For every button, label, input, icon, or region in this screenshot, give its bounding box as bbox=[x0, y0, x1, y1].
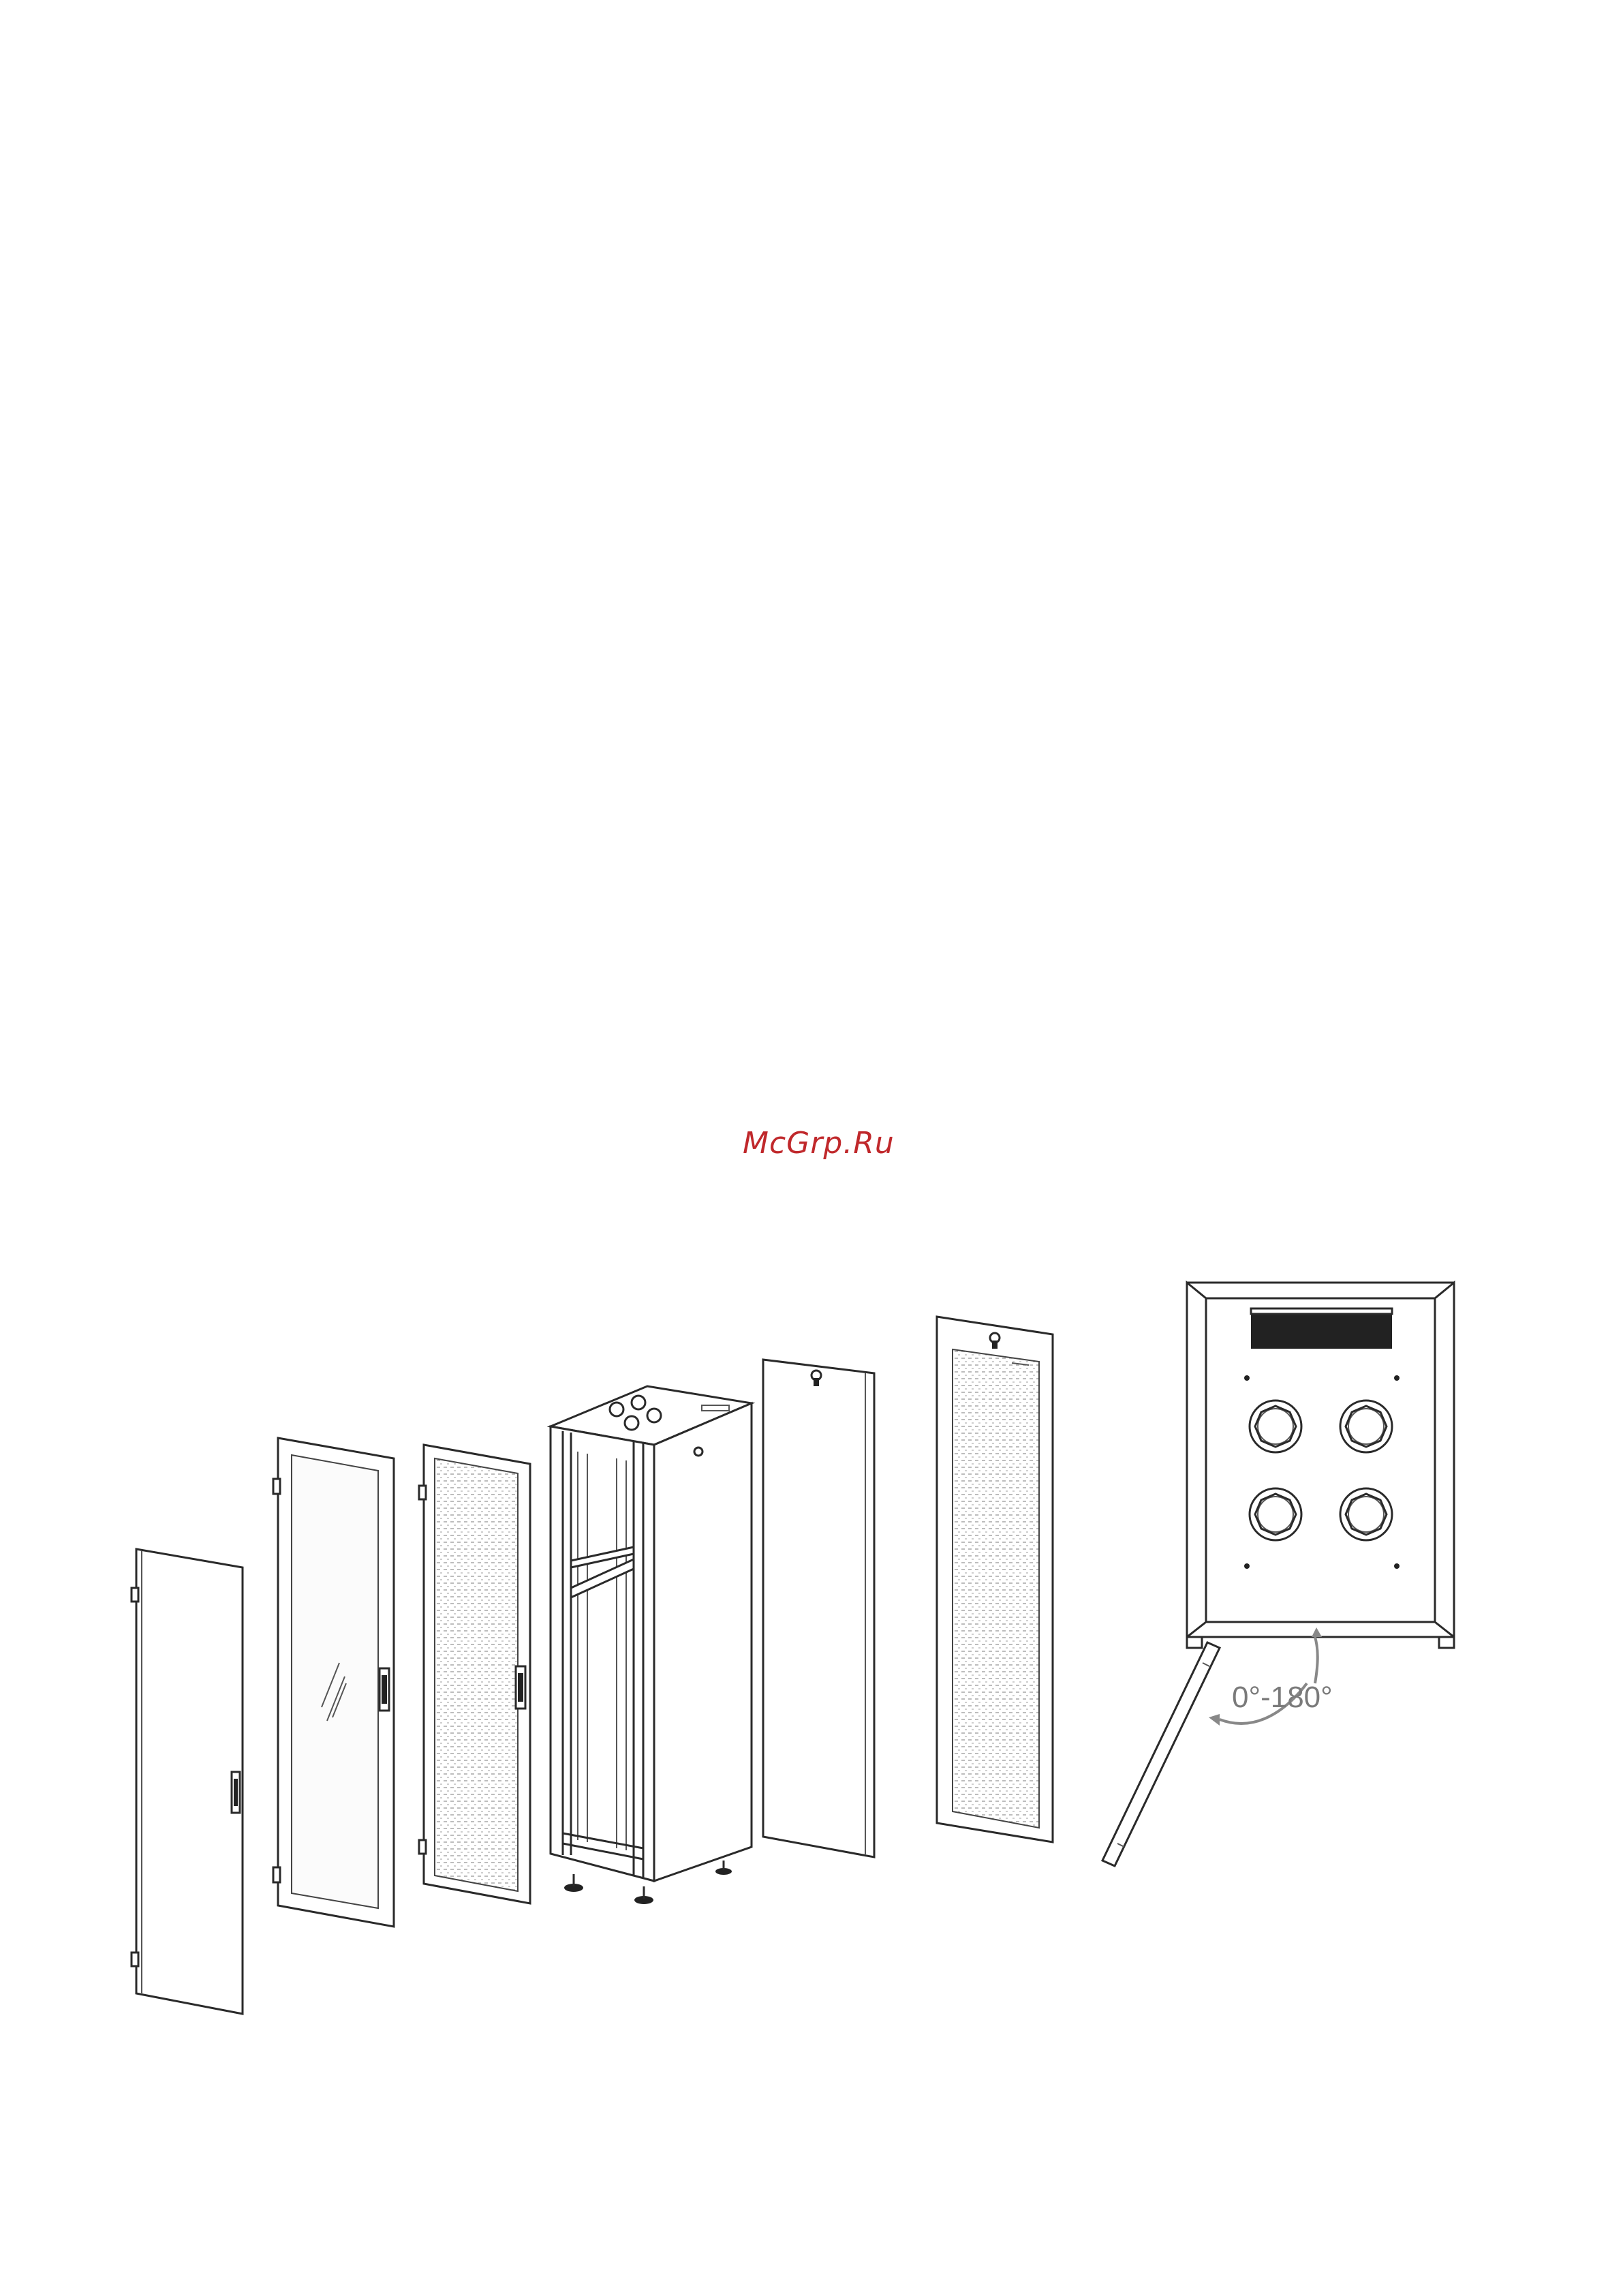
solid-front-door bbox=[132, 1549, 243, 2014]
vent-slot bbox=[1251, 1313, 1392, 1349]
perforated-front-door bbox=[419, 1445, 530, 1903]
side-panel bbox=[763, 1360, 874, 1857]
cabinet-frame bbox=[551, 1386, 752, 1904]
rotation-angle-label: 0°-180° bbox=[1232, 1681, 1333, 1715]
glass-front-door bbox=[273, 1438, 394, 1927]
perforated-rear-door bbox=[937, 1317, 1053, 1842]
watermark: McGrp.Ru bbox=[743, 1126, 895, 1161]
top-view-fan-panel bbox=[1102, 1283, 1454, 1866]
